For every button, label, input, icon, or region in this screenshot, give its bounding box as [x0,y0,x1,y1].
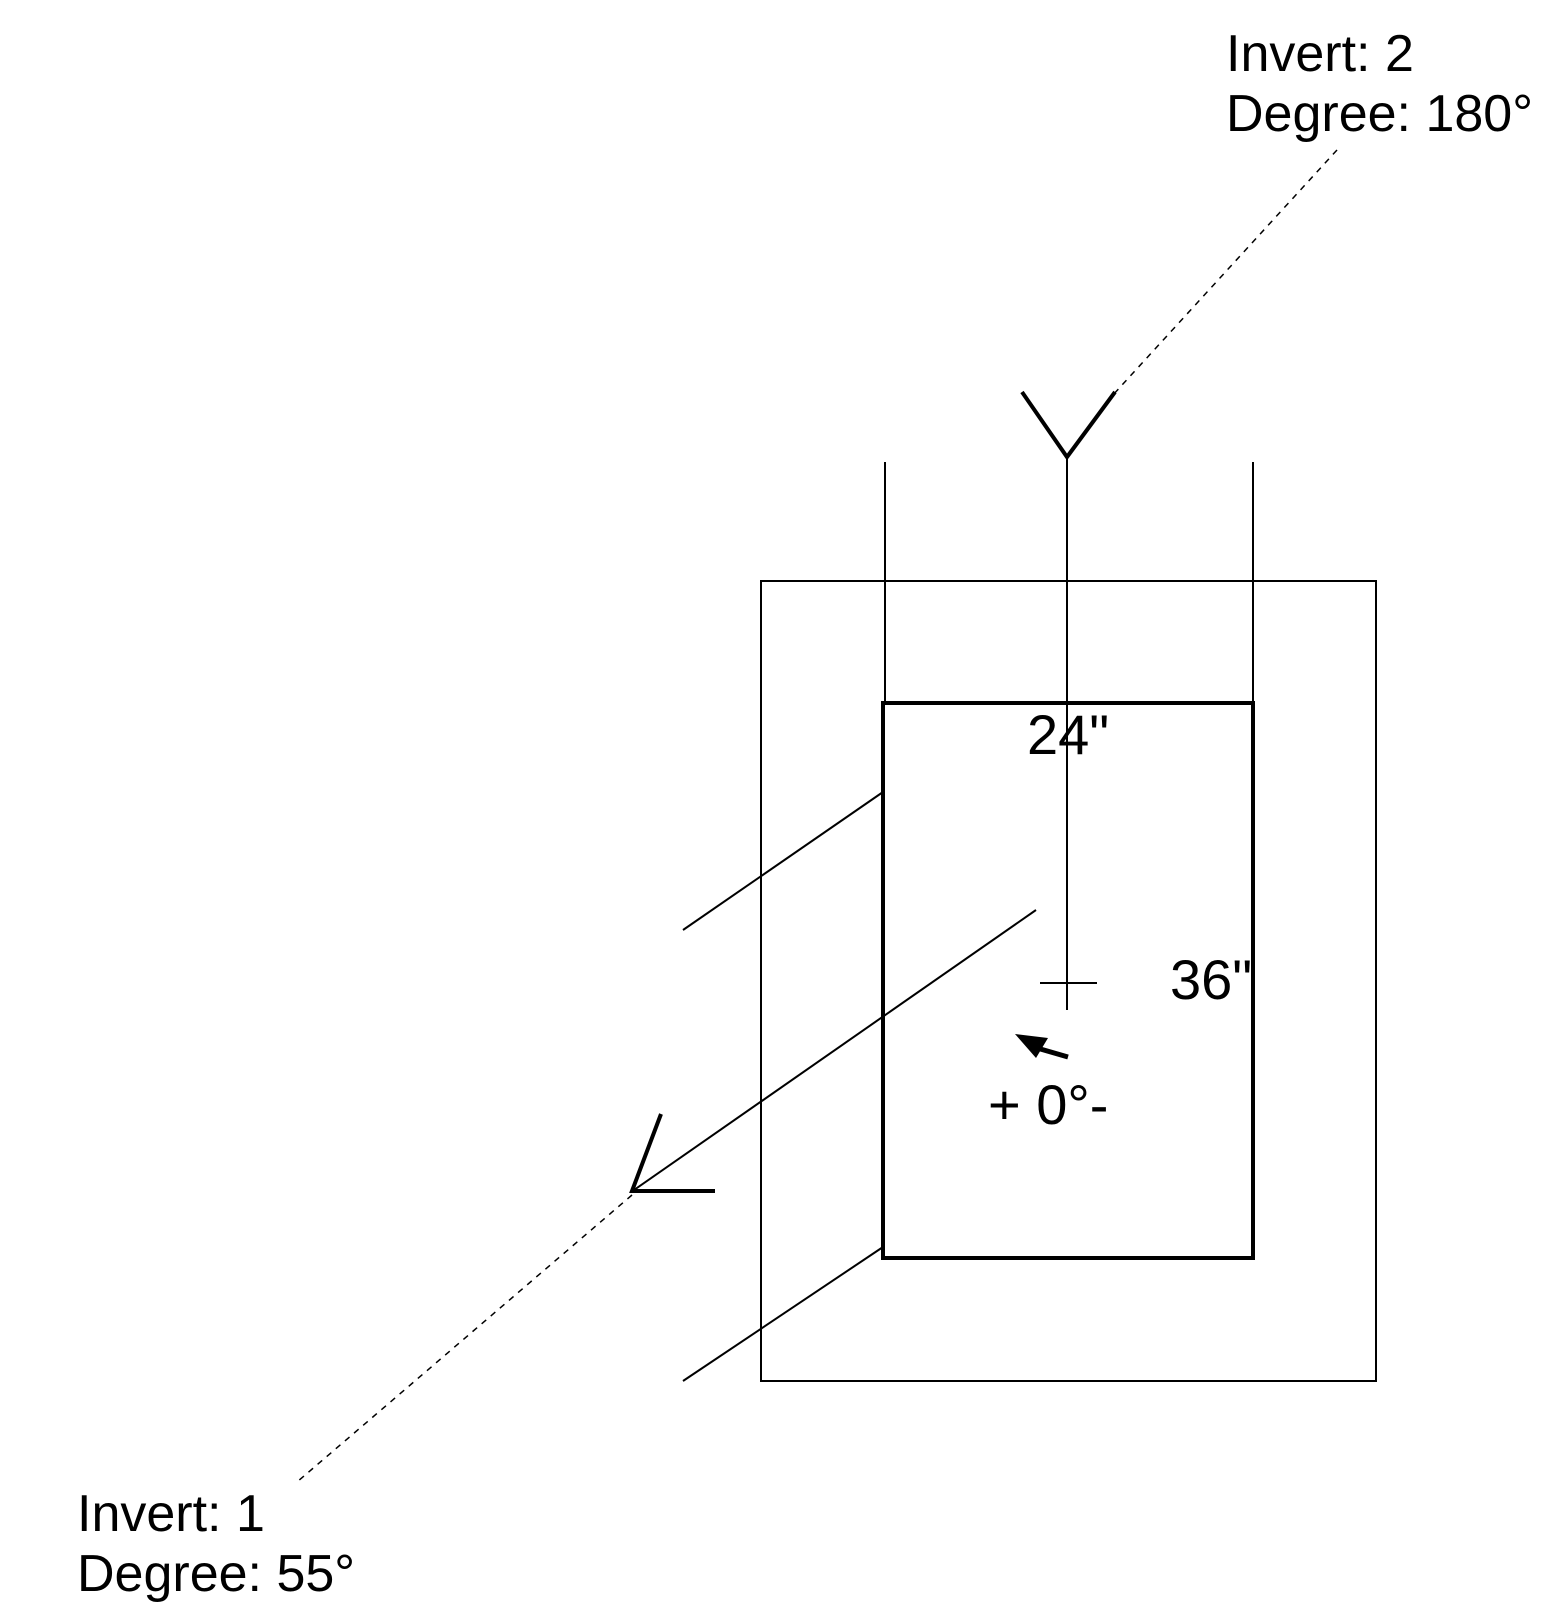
outlet-invert-text: Invert: 2 [1226,25,1414,83]
rotation-control-label[interactable]: + 0°- [988,1073,1109,1136]
inlet-pipe-centerline [633,909,1037,1191]
outlet-leader-line [1111,149,1338,397]
outlet-label: Invert: 2 Degree: 180° [1226,24,1533,144]
inlet-invert-text: Invert: 1 [77,1485,265,1543]
inlet-degree-text: Degree: 55° [77,1545,356,1603]
inlet-arrow-head[interactable] [629,1113,715,1193]
outlet-degree-text: Degree: 180° [1226,85,1533,143]
inlet-label: Invert: 1 Degree: 55° [77,1484,355,1604]
inlet-pipe-lower-wall [682,1246,884,1382]
inlet-pipe-upper-wall [682,791,884,931]
inlet-leader-line [296,1194,633,1483]
width-dimension-label: 24" [1027,703,1110,766]
height-dimension-label: 36" [1170,948,1253,1011]
outlet-arrow-head[interactable] [1020,390,1117,461]
outer-boundary-box [760,580,1377,1382]
rotation-arrow-icon[interactable] [1015,1034,1069,1060]
